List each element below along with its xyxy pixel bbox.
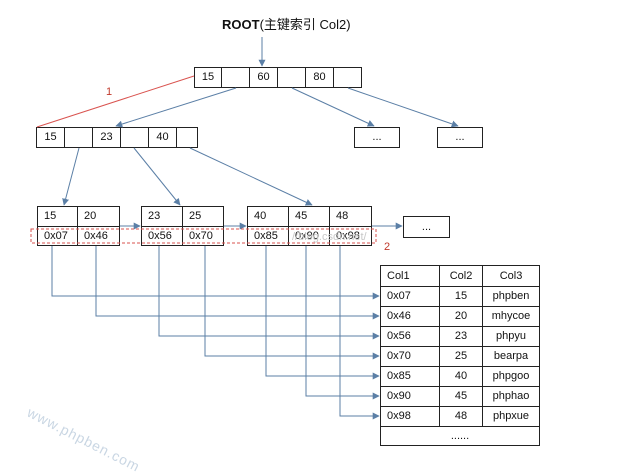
row-pointer-arrow xyxy=(265,246,380,380)
row-pointer-arrow xyxy=(305,246,380,400)
ellipsis-leaf-node: ... xyxy=(403,216,450,238)
row-pointer-arrow xyxy=(158,246,380,340)
root-label-bold: ROOT xyxy=(222,17,260,32)
table-cell: mhycoe xyxy=(482,306,540,327)
connector-layer xyxy=(30,37,459,420)
level2-pointer xyxy=(176,127,198,148)
root-pointer xyxy=(333,67,362,88)
row-pointer-arrow xyxy=(204,246,380,360)
leaf-pointer: 0x98 xyxy=(329,226,372,246)
leaf-pointer: 0x70 xyxy=(182,226,224,246)
btree-index-diagram: ROOT(主键索引 Col2) 15 60 80 15 23 40 ... ..… xyxy=(25,14,540,475)
row-pointer-arrow xyxy=(51,246,380,300)
annotation-box-2 xyxy=(30,228,377,244)
table-footer: ...... xyxy=(380,426,540,446)
annotation-label-1: 1 xyxy=(106,86,113,98)
row-pointer-arrow xyxy=(339,246,380,420)
root-label: ROOT(主键索引 Col2) xyxy=(222,14,351,33)
root-label-rest: (主键索引 Col2) xyxy=(259,17,351,32)
annotation-line-1 xyxy=(36,75,195,128)
row-pointer-arrow xyxy=(95,246,380,320)
faint-url-watermark: //blog.csdn.net/ xyxy=(292,231,367,243)
tree-edge-arrow xyxy=(133,147,181,206)
leaf-pointer: 0x90 xyxy=(288,226,330,246)
annotation-label-2: 2 xyxy=(384,241,391,253)
tree-edge-arrow xyxy=(115,87,237,128)
tree-edge-arrow xyxy=(347,87,459,128)
tree-edge-arrow xyxy=(291,87,375,127)
ellipsis-node: ... xyxy=(437,127,483,148)
leaf-pointer: 0x46 xyxy=(77,226,120,246)
ellipsis-node: ... xyxy=(354,127,400,148)
tree-edge-arrow xyxy=(62,147,80,206)
tree-edge-arrow xyxy=(189,147,313,206)
